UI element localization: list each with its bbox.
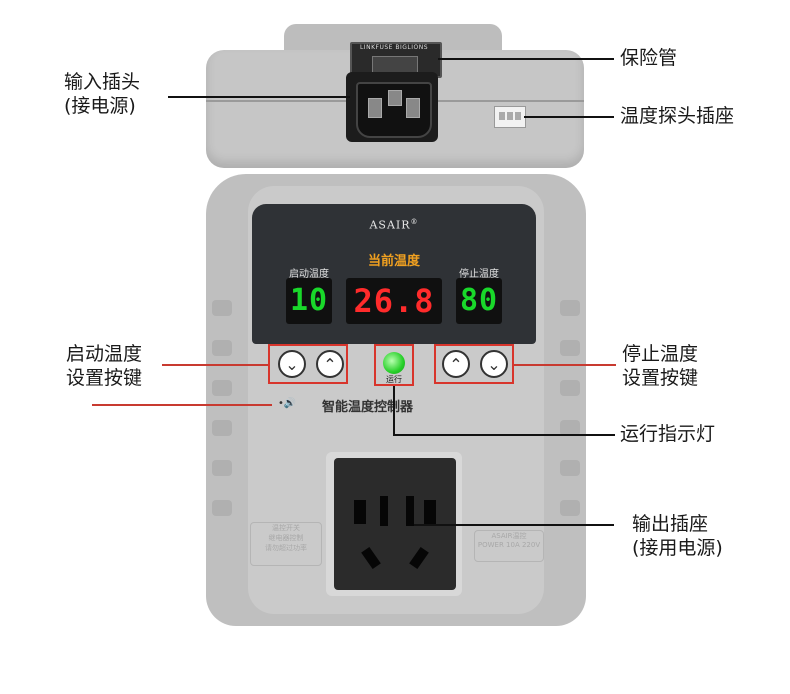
- annotation-input-plug: 输入插头 (接电源): [64, 70, 140, 118]
- side-ridge: [560, 340, 580, 356]
- probe-slot: [515, 112, 521, 120]
- annotation-input-plug-sub: (接电源): [64, 95, 136, 117]
- outlet-hole: [354, 500, 366, 524]
- annotation-stop-keys-line1: 停止温度: [622, 343, 699, 365]
- annotation-probe-socket: 温度探头插座: [620, 105, 735, 127]
- annotation-stop-keys: 停止温度 设置按键: [622, 342, 698, 390]
- speaker-icon: •🔊: [278, 398, 297, 409]
- probe-slot: [499, 112, 505, 120]
- chevron-down-icon: ⌄: [285, 355, 299, 374]
- annotation-input-plug-title: 输入插头: [64, 71, 141, 93]
- outlet-hole: [424, 500, 436, 524]
- side-ridge: [560, 300, 580, 316]
- outlet-hole: [380, 496, 388, 526]
- stop-temp-down-button[interactable]: ⌄: [480, 350, 508, 378]
- annotation-output-socket-sub: (接用电源): [632, 537, 723, 559]
- inlet-pin-right: [406, 98, 420, 118]
- start-temp-display: 10: [286, 278, 332, 324]
- pointer-line-fuse: [438, 58, 614, 60]
- chevron-down-icon: ⌄: [487, 355, 501, 374]
- annotation-start-keys-line2: 设置按键: [66, 367, 143, 389]
- annotation-output-socket: 输出插座 (接用电源): [632, 512, 723, 560]
- fuse-label: LINKFUSE BIGLIONS: [359, 44, 429, 51]
- spec-label-right: ASAIR温控 POWER 10A 220V: [474, 530, 544, 562]
- chevron-up-icon: ⌃: [449, 355, 463, 374]
- outlet-hole: [406, 496, 414, 526]
- side-ridge: [560, 500, 580, 516]
- product-name: 智能温度控制器: [322, 400, 414, 415]
- pointer-line-led-vertical: [393, 386, 395, 434]
- probe-slot: [507, 112, 513, 120]
- annotation-start-keys-line1: 启动温度: [66, 343, 143, 365]
- side-ridge: [212, 460, 232, 476]
- start-temp-up-button[interactable]: ⌃: [316, 350, 344, 378]
- start-keys-highlight: [268, 344, 348, 384]
- side-ridge: [212, 380, 232, 396]
- run-label: 运行: [386, 375, 402, 384]
- brand-logo: ASAIR®: [369, 218, 419, 232]
- start-temp-label: 启动温度: [289, 269, 329, 280]
- side-ridge: [560, 420, 580, 436]
- inlet-pin-left: [368, 98, 382, 118]
- side-ridge: [212, 500, 232, 516]
- stop-temp-label: 停止温度: [459, 269, 499, 280]
- pointer-line-output: [414, 524, 614, 526]
- pointer-line-input-plug: [168, 96, 350, 98]
- current-temp-label: 当前温度: [367, 254, 420, 269]
- side-ridge: [212, 420, 232, 436]
- annotation-start-keys: 启动温度 设置按键: [66, 342, 142, 390]
- stop-temp-display: 80: [456, 278, 502, 324]
- spec-label-left: 温控开关 继电器控制 请勿超过功率: [250, 522, 322, 566]
- current-temp-display: 26.8: [346, 278, 442, 324]
- chevron-up-icon: ⌃: [323, 355, 337, 374]
- pointer-line-start-keys: [162, 364, 268, 366]
- pointer-line-probe: [524, 116, 614, 118]
- stop-temp-up-button[interactable]: ⌃: [442, 350, 470, 378]
- annotation-output-socket-title: 输出插座: [632, 513, 709, 535]
- side-ridge: [560, 460, 580, 476]
- run-led-highlight: [374, 344, 414, 386]
- stop-keys-highlight: [434, 344, 514, 384]
- side-ridge: [212, 300, 232, 316]
- annotation-run-indicator: 运行指示灯: [620, 423, 716, 445]
- pointer-line-led-horizontal: [393, 434, 615, 436]
- pointer-line-stop-keys: [514, 364, 616, 366]
- annotation-stop-keys-line2: 设置按键: [622, 367, 699, 389]
- run-indicator-led: [383, 352, 405, 374]
- pointer-line-speaker: [92, 404, 272, 406]
- start-temp-down-button[interactable]: ⌄: [278, 350, 306, 378]
- side-ridge: [212, 340, 232, 356]
- side-ridge: [560, 380, 580, 396]
- inlet-pin-earth: [388, 90, 402, 106]
- annotation-fuse: 保险管: [620, 47, 678, 69]
